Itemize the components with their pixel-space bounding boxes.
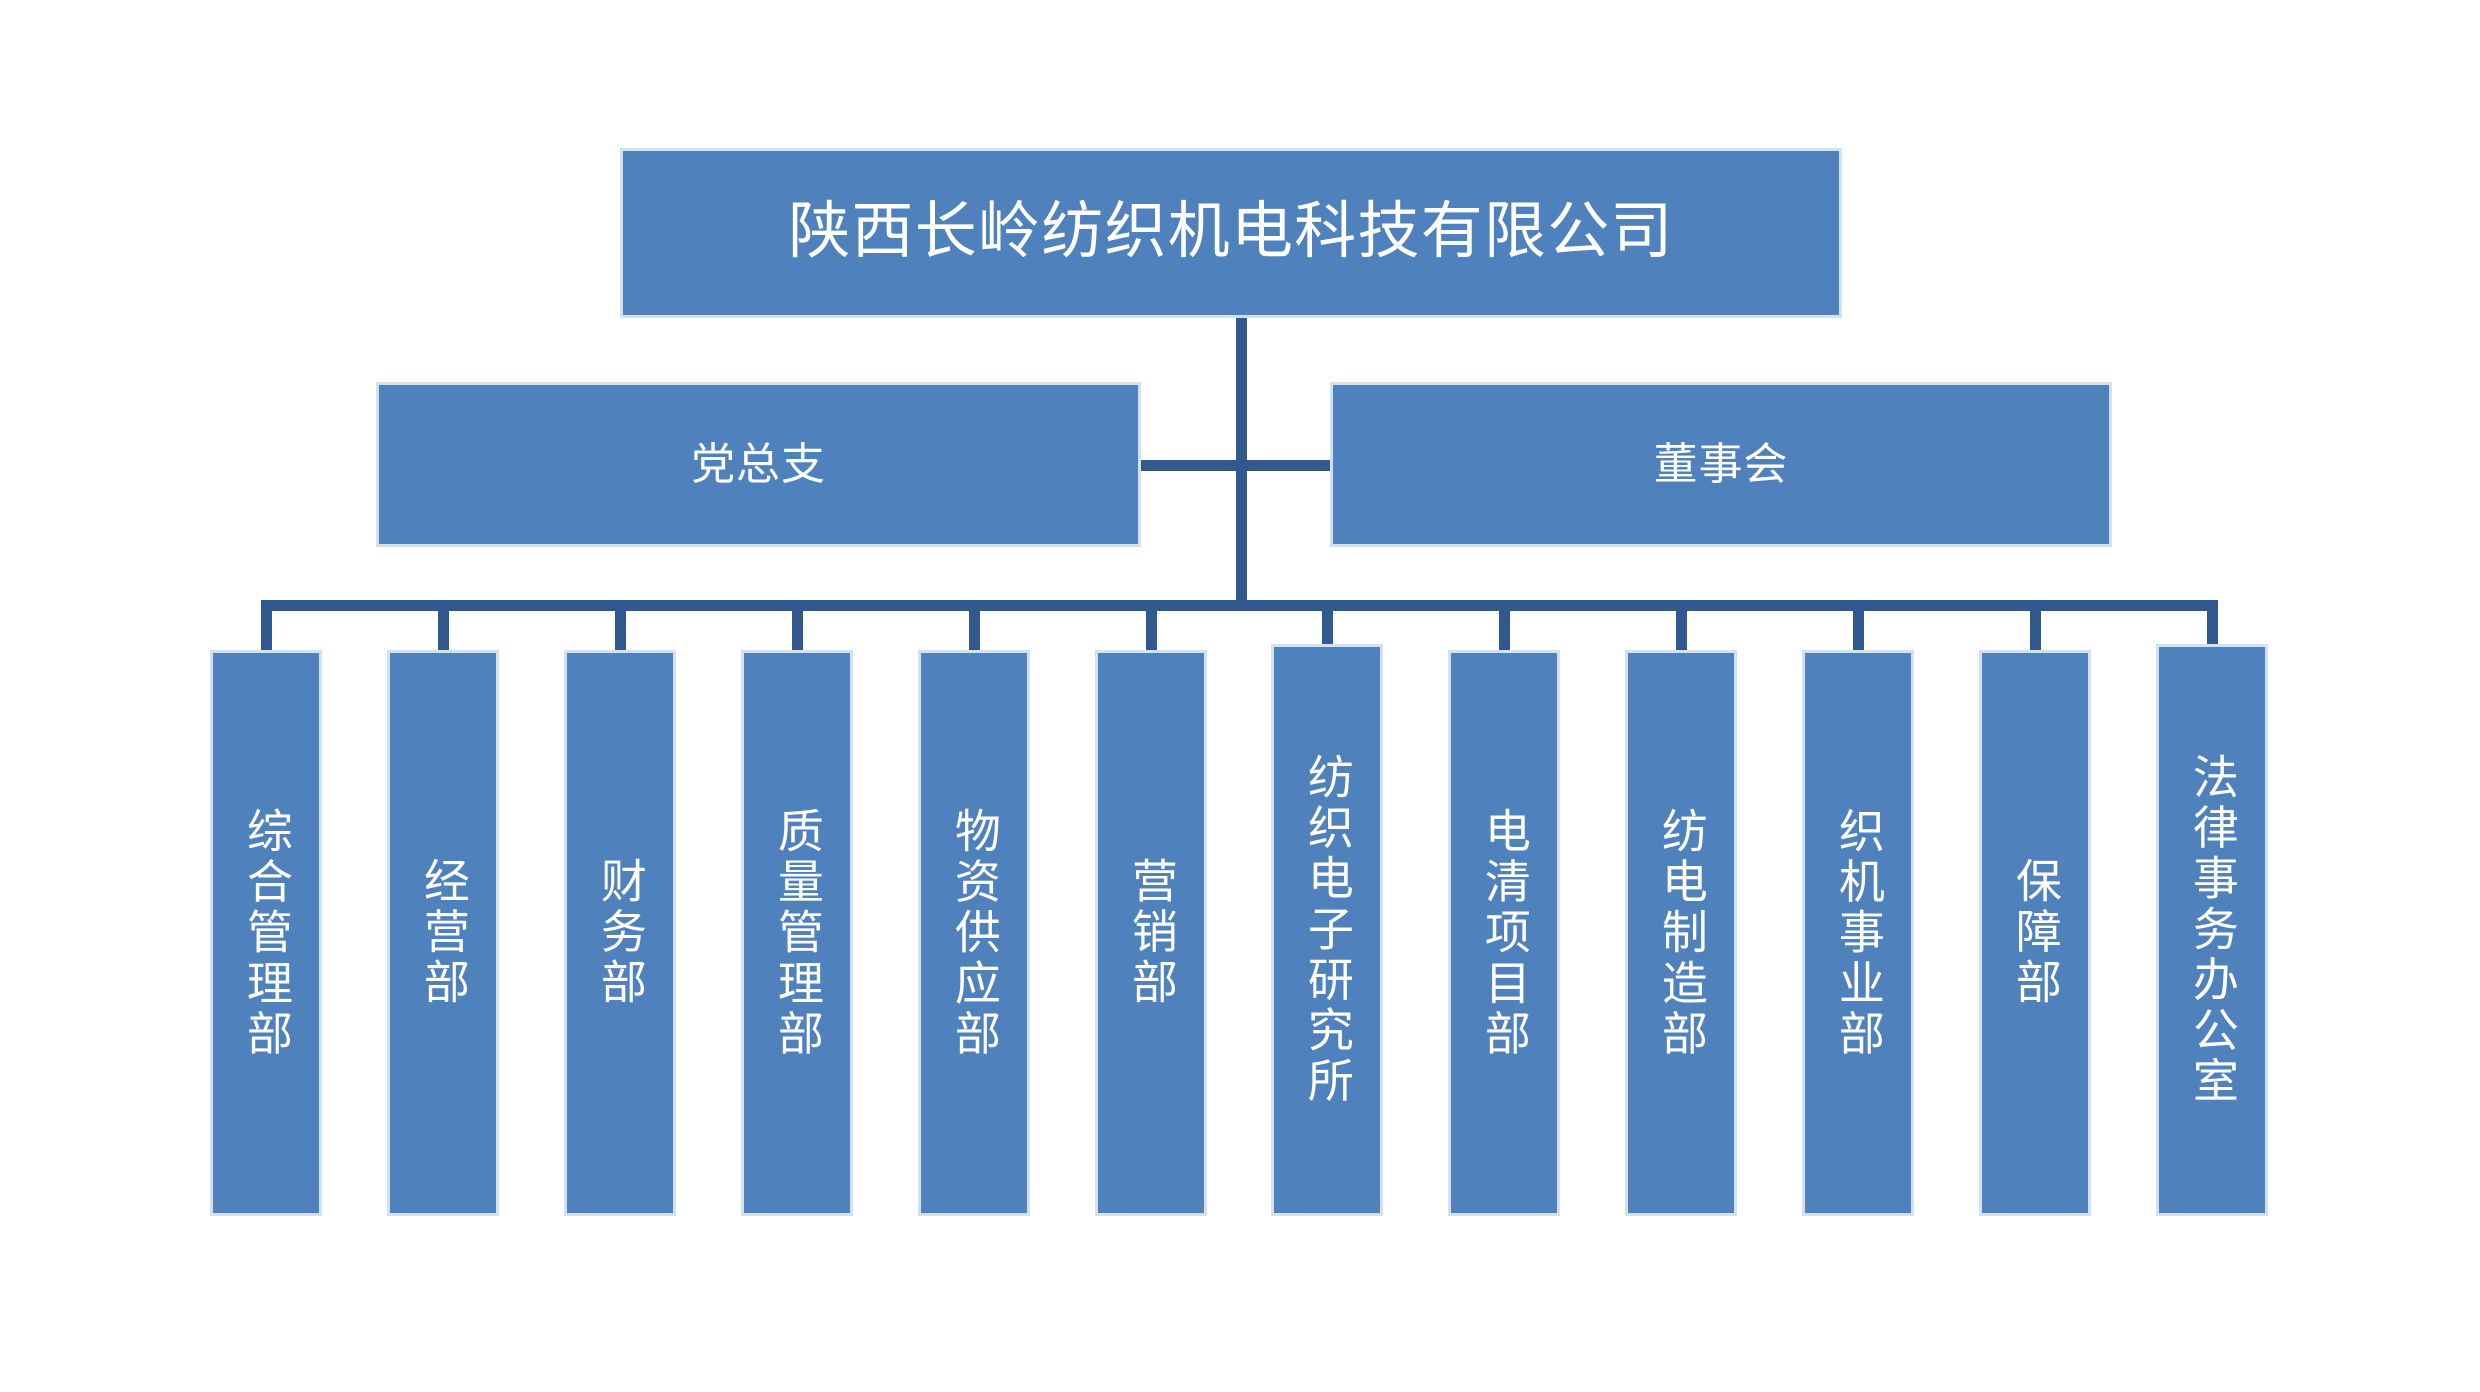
connector-drop-line: [1499, 600, 1510, 654]
node-board-of-directors[interactable]: 董事会: [1330, 382, 2112, 547]
node-party-branch[interactable]: 党总支: [376, 382, 1141, 547]
node-department[interactable]: 纺电制造部: [1625, 650, 1737, 1216]
node-department[interactable]: 纺织电子研究所: [1271, 644, 1383, 1216]
node-department[interactable]: 保障部: [1979, 650, 2091, 1216]
connector-drop-line: [1322, 600, 1333, 648]
connector-drop-line: [2030, 600, 2041, 654]
connector-drop-line: [1676, 600, 1687, 654]
connector-drop-line: [615, 600, 626, 654]
node-department[interactable]: 法律事务办公室: [2156, 644, 2268, 1216]
node-department[interactable]: 营销部: [1095, 650, 1207, 1216]
node-department[interactable]: 综合管理部: [210, 650, 322, 1216]
node-department[interactable]: 财务部: [564, 650, 676, 1216]
connector-drop-line: [792, 600, 803, 654]
connector-drop-line: [2207, 600, 2218, 648]
connector-department-bus: [261, 600, 2218, 611]
connector-drop-line: [969, 600, 980, 654]
connector-drop-line: [1146, 600, 1157, 654]
connector-arm-to-board: [1236, 460, 1335, 471]
connector-arm-to-party: [1136, 460, 1241, 471]
connector-drop-line: [261, 600, 272, 654]
connector-drop-line: [1853, 600, 1864, 654]
node-department[interactable]: 电清项目部: [1448, 650, 1560, 1216]
node-department[interactable]: 织机事业部: [1802, 650, 1914, 1216]
node-department[interactable]: 质量管理部: [741, 650, 853, 1216]
node-company-root[interactable]: 陕西长岭纺织机电科技有限公司: [620, 148, 1842, 318]
connector-drop-line: [438, 600, 449, 654]
node-department[interactable]: 经营部: [387, 650, 499, 1216]
node-department[interactable]: 物资供应部: [918, 650, 1030, 1216]
